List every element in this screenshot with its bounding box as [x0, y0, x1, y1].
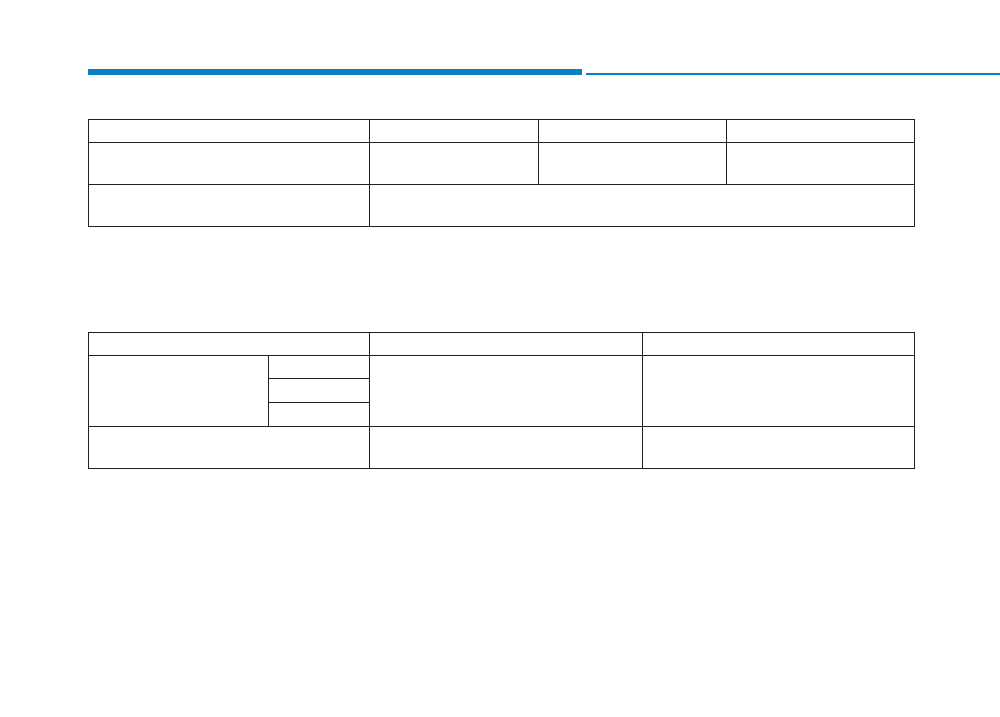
table-row: [88, 355, 915, 427]
table-cell: [369, 426, 643, 469]
table-cell: [88, 119, 370, 143]
table-cell: [268, 402, 370, 427]
table-cell: [642, 426, 915, 469]
spec-table-1: [88, 119, 915, 227]
table-cell: [268, 355, 370, 379]
table-cell: [88, 184, 370, 227]
spec-table-2: [88, 332, 915, 469]
table-cell: [726, 142, 915, 185]
table-cell: [369, 142, 539, 185]
table-cell: [369, 119, 539, 143]
table-cell: [268, 378, 370, 403]
table-row: [88, 142, 915, 185]
table-row: [88, 426, 915, 469]
header-accent-bar: [88, 69, 582, 75]
table-cell: [726, 119, 915, 143]
table-cell: [88, 332, 370, 356]
table-row: [88, 184, 915, 227]
table-cell: [88, 426, 370, 469]
table-cell: [369, 332, 643, 356]
table-cell: [369, 355, 643, 427]
table-cell: [369, 184, 915, 227]
table-cell: [88, 142, 370, 185]
table-cell: [642, 332, 915, 356]
table-cell: [642, 355, 915, 427]
table-header-row: [88, 332, 915, 356]
table-header-row: [88, 119, 915, 143]
header-accent-rule: [586, 73, 1000, 75]
table-cell: [88, 355, 269, 427]
table-cell: [538, 119, 727, 143]
table-cell: [538, 142, 727, 185]
